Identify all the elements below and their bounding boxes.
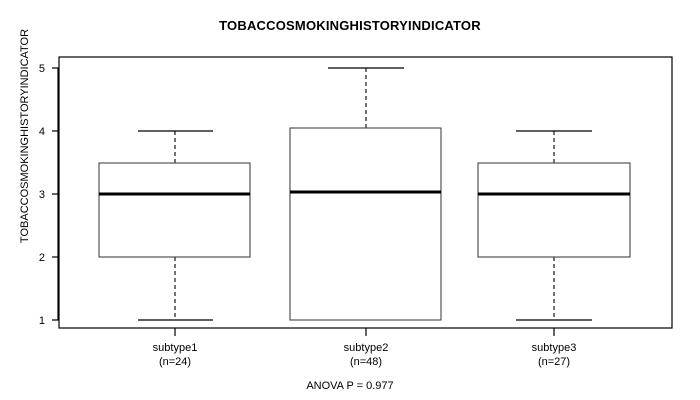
y-tick-label-2: 2 (39, 252, 45, 264)
anova-annotation: ANOVA P = 0.977 (306, 380, 394, 392)
boxplot-subtype1[interactable] (98, 130, 251, 321)
x-axis-ticks (174, 328, 555, 336)
x-tick-label-subtype2-name: subtype2 (344, 342, 389, 354)
y-tick-label-1: 1 (39, 315, 45, 327)
y-tick-label-5: 5 (39, 63, 45, 75)
x-tick-label-subtype3-name: subtype3 (532, 342, 577, 354)
box-subtype2 (289, 127, 442, 321)
y-tick-label-3: 3 (39, 189, 45, 201)
box-subtype1 (98, 162, 251, 258)
x-tick-label-subtype2-count: (n=48) (350, 356, 382, 368)
y-tick-label-4: 4 (39, 126, 45, 138)
boxplot-subtype2[interactable] (289, 67, 442, 321)
y-axis-ticks (52, 67, 59, 321)
x-tick-label-subtype1-count: (n=24) (159, 356, 191, 368)
boxplot-subtype3[interactable] (477, 130, 631, 321)
box-subtype3 (477, 162, 631, 258)
x-tick-label-subtype1-name: subtype1 (153, 342, 198, 354)
page-title: TOBACCOSMOKINGHISTORYINDICATOR (219, 18, 481, 33)
x-tick-label-subtype3-count: (n=27) (538, 356, 570, 368)
